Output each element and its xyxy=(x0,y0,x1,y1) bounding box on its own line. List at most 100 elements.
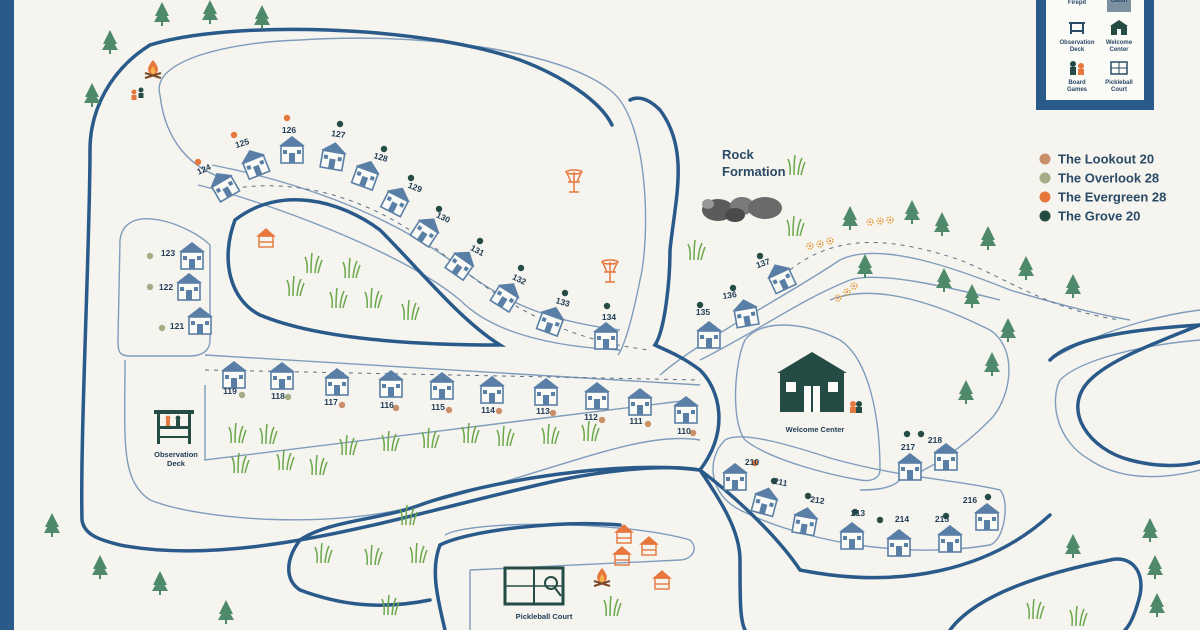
pine-tree-icon xyxy=(984,352,1000,376)
cabin-icon[interactable] xyxy=(584,382,610,410)
cabin-icon[interactable] xyxy=(696,321,722,349)
cabin-icon[interactable] xyxy=(673,396,699,424)
pine-tree-icon xyxy=(964,284,980,308)
site-marker xyxy=(238,391,246,399)
site-number: 133 xyxy=(555,295,572,309)
site-marker xyxy=(284,393,292,401)
cabin-icon[interactable] xyxy=(350,156,384,192)
site-number: 213 xyxy=(851,508,865,518)
site-marker xyxy=(644,420,652,428)
flower-layer xyxy=(806,216,894,302)
grass-tuft-icon xyxy=(409,542,428,564)
observation-deck-label-2: Deck xyxy=(167,459,186,468)
cabin-icon[interactable] xyxy=(749,484,781,518)
site-number: 125 xyxy=(234,136,251,150)
map-key-label: Pickleball xyxy=(1105,80,1133,86)
site-number: 216 xyxy=(963,495,977,505)
site-marker xyxy=(435,205,443,213)
site-number: 110 xyxy=(677,426,691,436)
cabin-icon[interactable] xyxy=(318,140,348,172)
rock-formation-label-1: Rock xyxy=(722,147,755,162)
pickleball-court xyxy=(503,566,565,606)
map-key-panel xyxy=(1046,0,1144,100)
site-number: 137 xyxy=(755,256,772,270)
grass-tuft-icon xyxy=(786,215,805,237)
flower-icon xyxy=(834,294,842,302)
campfire-icon xyxy=(593,568,611,587)
cabin-icon[interactable] xyxy=(886,529,912,557)
grass-tuft-icon xyxy=(381,430,400,452)
flower-icon xyxy=(866,218,874,226)
cabin-icon[interactable] xyxy=(839,522,865,550)
cabin-icon[interactable] xyxy=(627,388,653,416)
site-number: 115 xyxy=(431,402,445,412)
map-key-label: Observation xyxy=(1059,40,1094,46)
grass-tuft-icon xyxy=(1026,598,1045,620)
grass-tuft-icon xyxy=(401,299,420,321)
cabin-icon[interactable] xyxy=(479,376,505,404)
site-number: 116 xyxy=(380,400,394,410)
site-marker xyxy=(696,301,704,309)
grass-tuft-icon xyxy=(309,454,328,476)
flower-icon xyxy=(826,237,834,245)
cabin-icon[interactable] xyxy=(179,242,205,270)
site-number: 111 xyxy=(629,416,643,426)
site-number: 117 xyxy=(324,397,338,407)
cabin-icon[interactable] xyxy=(533,378,559,406)
cabin-icon[interactable] xyxy=(722,463,748,491)
pickleball-icon xyxy=(1110,61,1128,75)
cabin-icon[interactable] xyxy=(409,211,446,249)
pine-tree-icon xyxy=(154,2,170,26)
cabin-icon[interactable] xyxy=(897,453,923,481)
site-marker xyxy=(549,409,557,417)
site-marker xyxy=(770,477,778,485)
cabin-icon[interactable] xyxy=(378,370,404,398)
map-key-label: Games xyxy=(1067,87,1088,93)
welcome-center-label: Welcome Center xyxy=(786,425,845,434)
cabin-icon[interactable] xyxy=(974,503,1000,531)
site-number: 128 xyxy=(373,150,390,164)
pine-tree-icon xyxy=(934,212,950,236)
cabin-icon[interactable] xyxy=(443,244,480,282)
cabin-icon[interactable] xyxy=(187,307,213,335)
site-number: 126 xyxy=(282,125,296,135)
cabin-icon[interactable] xyxy=(279,136,305,164)
cabin-icon[interactable] xyxy=(205,167,241,203)
cabin-icon[interactable] xyxy=(429,372,455,400)
cabin-icon[interactable] xyxy=(933,443,959,471)
site-number: 210 xyxy=(745,457,759,467)
cabin-icon[interactable] xyxy=(535,302,569,338)
welcome-center-building xyxy=(777,352,862,413)
gazebo-icon xyxy=(256,228,276,248)
cabin-icon[interactable] xyxy=(176,273,202,301)
site-marker xyxy=(495,407,503,415)
cabin-key-icon xyxy=(1107,0,1131,12)
grass-tuft-icon xyxy=(787,154,806,176)
cabin-icon[interactable] xyxy=(593,322,619,350)
legend-swatch xyxy=(1039,172,1051,184)
site-number: 135 xyxy=(696,307,710,317)
cabin-icon[interactable] xyxy=(731,297,761,329)
site-marker xyxy=(876,516,884,524)
site-number: 214 xyxy=(895,514,909,524)
site-marker xyxy=(158,324,166,332)
map-key-label: Deck xyxy=(1070,47,1085,53)
cabin-icon[interactable] xyxy=(221,361,247,389)
cabin-icon[interactable] xyxy=(489,276,525,314)
map-key xyxy=(1036,0,1154,110)
cabin-icon[interactable] xyxy=(379,182,414,218)
cabin-icon[interactable] xyxy=(237,145,271,181)
grass-tuft-icon xyxy=(541,423,560,445)
site-marker xyxy=(194,158,202,166)
flower-icon xyxy=(886,216,894,224)
cabin-icon[interactable] xyxy=(790,505,820,537)
cabin-icon[interactable] xyxy=(324,368,350,396)
pine-tree-icon xyxy=(84,83,100,107)
site-marker xyxy=(407,174,415,182)
grass-tuft-icon xyxy=(364,544,383,566)
cabin-icon[interactable] xyxy=(269,362,295,390)
grass-tuft-icon xyxy=(342,257,361,279)
cabin-icon[interactable] xyxy=(937,525,963,553)
cabin-icon[interactable] xyxy=(763,259,798,295)
